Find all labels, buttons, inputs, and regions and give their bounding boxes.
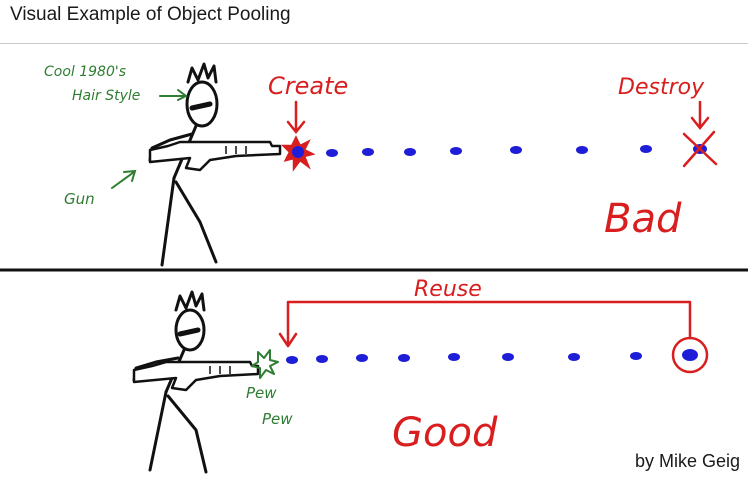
muzzle-flash-bottom	[251, 349, 279, 379]
stick-figure-top	[148, 62, 219, 267]
label-destroy: Destroy	[618, 75, 705, 100]
top-panel: Cool 1980's Hair Style Gun Create Destro…	[44, 62, 718, 267]
label-pew-2: Pew	[262, 410, 293, 428]
destroy-x-mark	[682, 130, 718, 168]
spiky-hair-bottom	[174, 290, 206, 312]
label-hair-line1: Cool 1980's	[44, 64, 126, 80]
gun-top	[148, 140, 282, 172]
label-pew-1: Pew	[246, 384, 277, 402]
gun-bottom	[132, 360, 260, 392]
verdict-good: Good	[392, 410, 498, 456]
label-gun: Gun	[64, 190, 95, 208]
arrow-to-hair	[159, 89, 188, 101]
bottom-panel: Reuse Pew Pew Good	[132, 277, 709, 474]
diagram-title: Visual Example of Object Pooling	[10, 4, 291, 25]
annotation-create: Create	[268, 72, 348, 135]
bullet-spawn-top	[292, 146, 304, 158]
bullet-trail-bottom	[286, 349, 698, 364]
label-create: Create	[268, 72, 348, 100]
verdict-bad: Bad	[604, 196, 682, 242]
arrow-create	[286, 100, 306, 135]
reuse-arrow	[278, 300, 692, 348]
spiky-hair-top	[186, 62, 218, 84]
label-hair-line2: Hair Style	[72, 88, 140, 104]
arrow-to-gun	[111, 169, 137, 189]
annotation-gun: Gun	[64, 169, 137, 208]
title-divider	[0, 43, 748, 44]
author-credit: by Mike Geig	[634, 451, 740, 471]
arrow-destroy	[690, 100, 710, 131]
label-reuse: Reuse	[414, 277, 482, 302]
annotation-destroy: Destroy	[618, 75, 710, 131]
annotation-hair: Cool 1980's Hair Style	[44, 64, 188, 104]
bullet-trail-top	[326, 144, 707, 157]
